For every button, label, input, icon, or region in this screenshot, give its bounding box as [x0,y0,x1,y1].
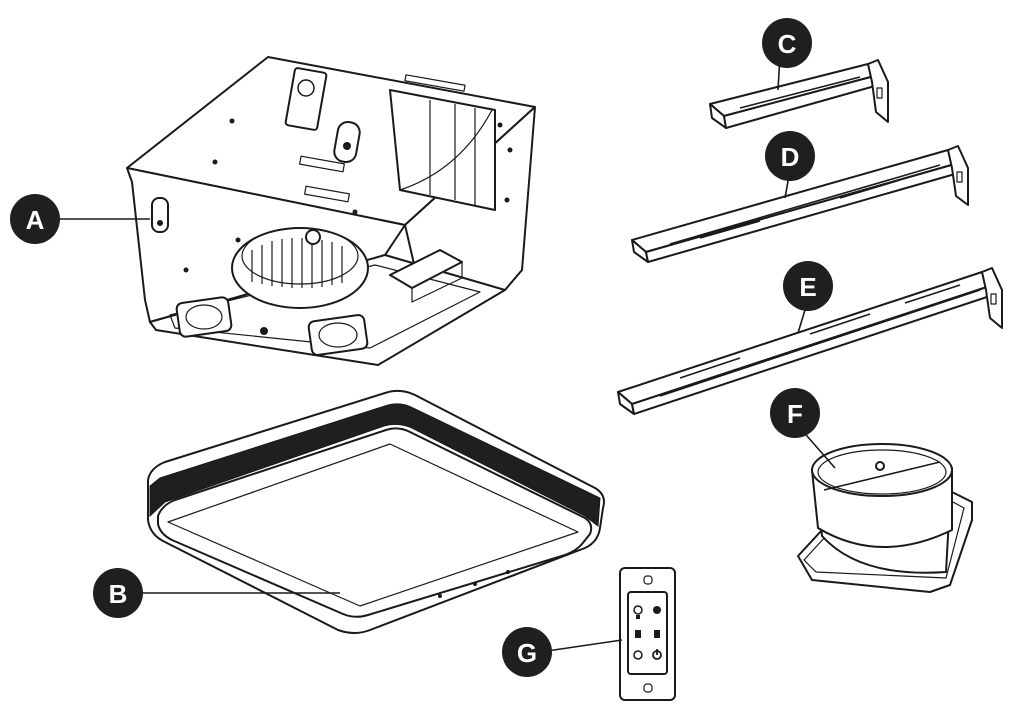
duct-connector [797,443,973,593]
long-bracket [617,267,1003,415]
callout-label-b: B [109,579,128,609]
medium-bracket [631,145,969,263]
wall-switch [619,567,676,701]
fan-housing [126,56,536,366]
callout-label-c: C [778,29,797,59]
callout-label-e: E [799,272,816,302]
callout-label-g: G [517,638,537,668]
callout-badge-b: B [93,568,143,618]
callout-badge-g: G [502,627,552,677]
callout-badge-c: C [762,18,812,68]
callout-badge-a: A [10,194,60,244]
callout-label-a: A [26,205,45,235]
callout-label-d: D [781,142,800,172]
grille [147,389,605,634]
leader-line-g [546,639,623,652]
callout-badge-d: D [765,131,815,181]
short-bracket [709,59,889,129]
callout-badge-f: F [770,388,820,438]
callout-label-f: F [787,399,803,429]
callout-badge-e: E [783,261,833,311]
